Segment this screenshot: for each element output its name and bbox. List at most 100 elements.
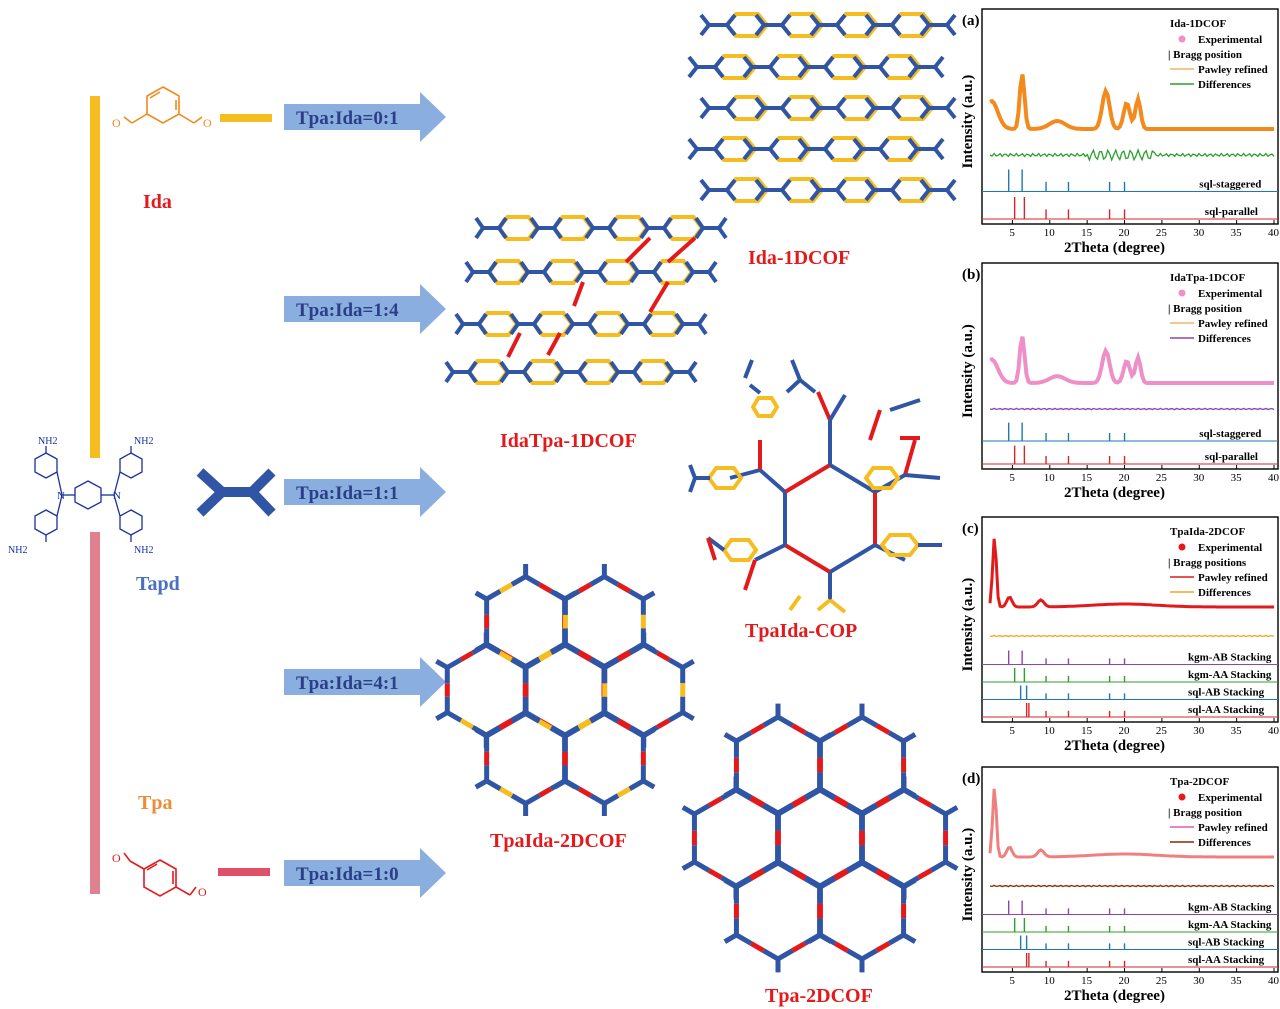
bond [697, 322, 708, 336]
bond [835, 178, 847, 192]
bond [754, 543, 786, 562]
bond [577, 650, 592, 662]
bond [552, 216, 563, 230]
difference-curve [989, 148, 1275, 162]
bond [864, 106, 876, 120]
bond [754, 96, 766, 110]
bond [532, 312, 543, 326]
bond [860, 948, 878, 962]
bond [929, 859, 947, 873]
legend-entry: | Bragg position [1168, 303, 1242, 315]
x-tick-label: 5 [1009, 227, 1015, 239]
tapd-n-left: N [57, 490, 65, 502]
bond [887, 876, 905, 890]
difference-curve [989, 884, 1275, 888]
stacking-model-label: kgm-AA Stacking [1188, 669, 1272, 681]
bond [933, 137, 945, 151]
bond [823, 137, 835, 151]
bond [852, 65, 864, 79]
bond [499, 719, 514, 731]
ratio-label: Tpa:Ida=1:1 [296, 483, 399, 504]
bond [616, 786, 631, 798]
legend-entry: Pawley refined [1198, 572, 1268, 584]
bond [707, 796, 723, 808]
bond [642, 590, 656, 602]
ida-molecule: O O [112, 86, 212, 130]
bond [917, 868, 933, 880]
bond [639, 216, 650, 230]
bond [699, 23, 711, 37]
bond [498, 650, 513, 662]
bond [616, 582, 631, 594]
bond [524, 574, 541, 587]
bond [687, 370, 698, 384]
experimental-pattern [988, 538, 1274, 609]
bond [713, 147, 725, 161]
bond [783, 543, 832, 574]
bond [487, 260, 498, 274]
bond [797, 65, 809, 79]
bond [776, 948, 794, 962]
panel-title: Ida-1DCOF [1170, 18, 1227, 30]
bond [609, 360, 620, 374]
tapd-node-symbol [196, 468, 276, 517]
bond [603, 574, 620, 587]
bond [945, 178, 957, 192]
bond [807, 932, 822, 944]
bond [524, 657, 541, 670]
bond [846, 714, 864, 728]
bond [542, 270, 553, 284]
x-axis-label: 2Theta (degree) [1064, 738, 1165, 754]
bond [828, 543, 877, 574]
bond [780, 178, 792, 192]
bond [459, 650, 474, 662]
bond [628, 642, 646, 656]
x-tick-label: 25 [1156, 725, 1168, 737]
arrow-shape [284, 657, 446, 707]
bond [797, 147, 809, 161]
tapd-n-right: N [113, 490, 121, 502]
bond [788, 594, 802, 612]
bond [828, 598, 847, 614]
bond [887, 730, 905, 744]
x-tick-label: 30 [1193, 227, 1205, 239]
bond [819, 932, 837, 946]
bond [699, 188, 711, 202]
bond [790, 359, 802, 381]
bond [735, 932, 753, 946]
ratio-label: Tpa:Ida=1:0 [296, 864, 399, 885]
x-tick-label: 15 [1081, 725, 1093, 737]
bond [823, 55, 835, 69]
bond [509, 322, 520, 336]
bond [902, 878, 917, 890]
bond [662, 226, 673, 240]
ratio-label: Tpa:Ida=1:4 [296, 300, 399, 321]
bond [754, 178, 766, 192]
bond [735, 730, 753, 744]
bond [754, 23, 766, 37]
panel-title: Tpa-2DCOF [1170, 776, 1230, 788]
bond [497, 226, 508, 240]
stacking-model-label: sql-AB Stacking [1188, 687, 1265, 699]
bond [538, 582, 553, 594]
bond [519, 260, 530, 274]
legend-symbol [1178, 543, 1186, 551]
bond [768, 137, 780, 151]
bond [699, 106, 711, 120]
x-tick-label: 35 [1231, 975, 1243, 987]
bond [776, 714, 794, 728]
bond [742, 55, 754, 69]
bond [577, 582, 592, 594]
bond [499, 360, 510, 374]
bond [687, 147, 699, 161]
bond [742, 137, 754, 151]
bond [902, 732, 917, 744]
bond [780, 96, 792, 110]
x-tick-label: 15 [1081, 975, 1093, 987]
bond [713, 65, 725, 79]
linker-ring [863, 466, 901, 490]
bond [860, 860, 878, 874]
legend-entry: Differences [1198, 587, 1252, 599]
bond [652, 260, 663, 274]
